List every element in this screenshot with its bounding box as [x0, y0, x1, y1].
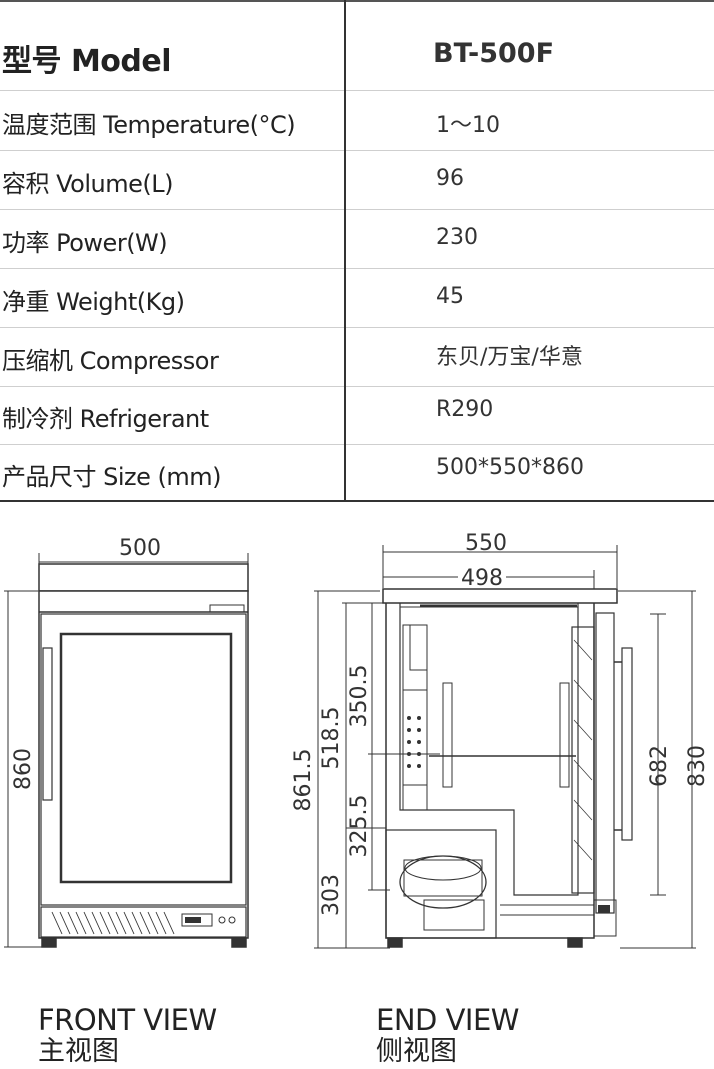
row-value: 1～10 — [436, 113, 500, 138]
row-value: R290 — [436, 397, 494, 422]
row-value: 230 — [436, 225, 478, 250]
table-bottom-border — [0, 500, 714, 502]
technical-drawings: 500 860 550 498 861.5 518.5 350.5 325.5 … — [4, 531, 710, 949]
table-top-border — [0, 0, 714, 2]
table-row-compressor: 压缩机 Compressor 东贝/万宝/华意 — [0, 327, 714, 386]
table-row-weight: 净重 Weight(Kg) 45 — [0, 268, 714, 327]
column-divider — [344, 0, 346, 501]
row-divider — [0, 90, 714, 91]
row-divider — [0, 209, 714, 210]
front-view-caption-en: FRONT VIEW — [38, 1003, 217, 1037]
row-label: 净重 Weight(Kg) — [2, 288, 185, 316]
row-label: 压缩机 Compressor — [2, 347, 219, 375]
spec-table: 型号 Model BT-500F 温度范围 Temperature(°C) 1～… — [0, 0, 714, 502]
row-label: 容积 Volume(L) — [2, 170, 174, 198]
dim-front-height: 860 — [11, 748, 36, 790]
dim-end-inner-depth: 498 — [461, 566, 503, 591]
row-label: 功率 Power(W) — [2, 229, 168, 257]
dim-end-total-height: 861.5 — [291, 749, 316, 812]
dim-end-door-height: 682 — [647, 745, 672, 787]
end-view-drawing — [314, 545, 696, 949]
end-view-caption-en: END VIEW — [376, 1003, 519, 1037]
dim-end-depth: 550 — [465, 531, 507, 556]
table-row-refrigerant: 制冷剂 Refrigerant R290 — [0, 386, 714, 444]
row-value: 45 — [436, 284, 464, 309]
row-divider — [0, 150, 714, 151]
front-view-drawing — [4, 553, 249, 948]
front-view-caption: FRONT VIEW 主视图 — [38, 1004, 217, 1068]
dim-end-height-518: 518.5 — [319, 707, 344, 770]
dim-end-height-350: 350.5 — [347, 665, 372, 728]
row-value: 96 — [436, 166, 464, 191]
row-label: 温度范围 Temperature(°C) — [2, 111, 296, 139]
table-row-size: 产品尺寸 Size (mm) 500*550*860 — [0, 444, 714, 501]
row-value: 500*550*860 — [436, 455, 584, 480]
dim-front-width: 500 — [119, 536, 161, 561]
table-row-power: 功率 Power(W) 230 — [0, 209, 714, 268]
row-label: 产品尺寸 Size (mm) — [2, 463, 222, 491]
row-divider — [0, 444, 714, 445]
row-value: BT-500F — [433, 38, 555, 69]
dim-end-height-303: 303 — [319, 874, 344, 916]
row-divider — [0, 386, 714, 387]
row-label: 型号 Model — [2, 44, 172, 79]
row-divider — [0, 268, 714, 269]
dim-end-side-height: 830 — [685, 745, 710, 787]
row-divider — [0, 327, 714, 328]
end-view-caption-zh: 侧视图 — [376, 1036, 457, 1067]
table-row-model: 型号 Model BT-500F — [0, 0, 714, 90]
row-label: 制冷剂 Refrigerant — [2, 405, 209, 433]
end-view-caption: END VIEW 侧视图 — [376, 1004, 519, 1068]
row-value: 东贝/万宝/华意 — [436, 345, 583, 370]
table-row-temperature: 温度范围 Temperature(°C) 1～10 — [0, 90, 714, 150]
front-view-caption-zh: 主视图 — [38, 1036, 119, 1067]
dim-end-height-325: 325.5 — [347, 795, 372, 858]
table-row-volume: 容积 Volume(L) 96 — [0, 150, 714, 209]
